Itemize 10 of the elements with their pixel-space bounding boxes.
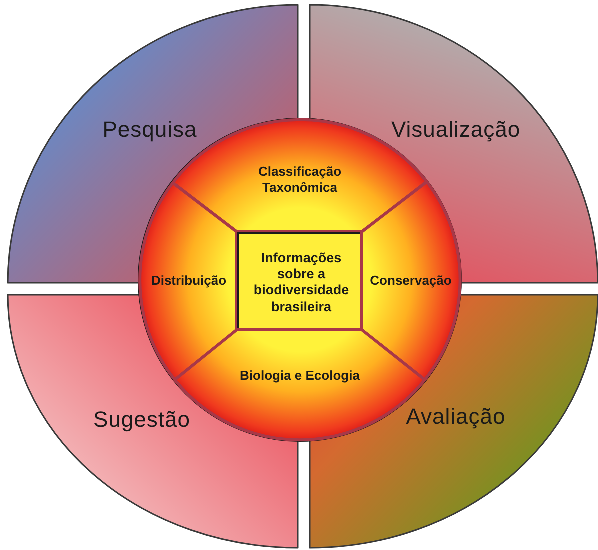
segment-label: Conservação	[370, 272, 452, 290]
center-box	[237, 232, 362, 330]
center-text: Informações sobre a biodiversidade brasileira	[252, 250, 350, 316]
quadrant-label: Avaliação	[406, 404, 506, 430]
segment-label: Distribuição	[151, 272, 227, 290]
quadrant-label: Visualização	[391, 117, 521, 143]
quadrant-label: Sugestão	[94, 407, 190, 433]
quadrant-label: Pesquisa	[102, 117, 198, 143]
segment-label: Biologia e Ecologia	[240, 368, 360, 384]
segment-label: Classificação Taxonômica	[257, 164, 343, 196]
